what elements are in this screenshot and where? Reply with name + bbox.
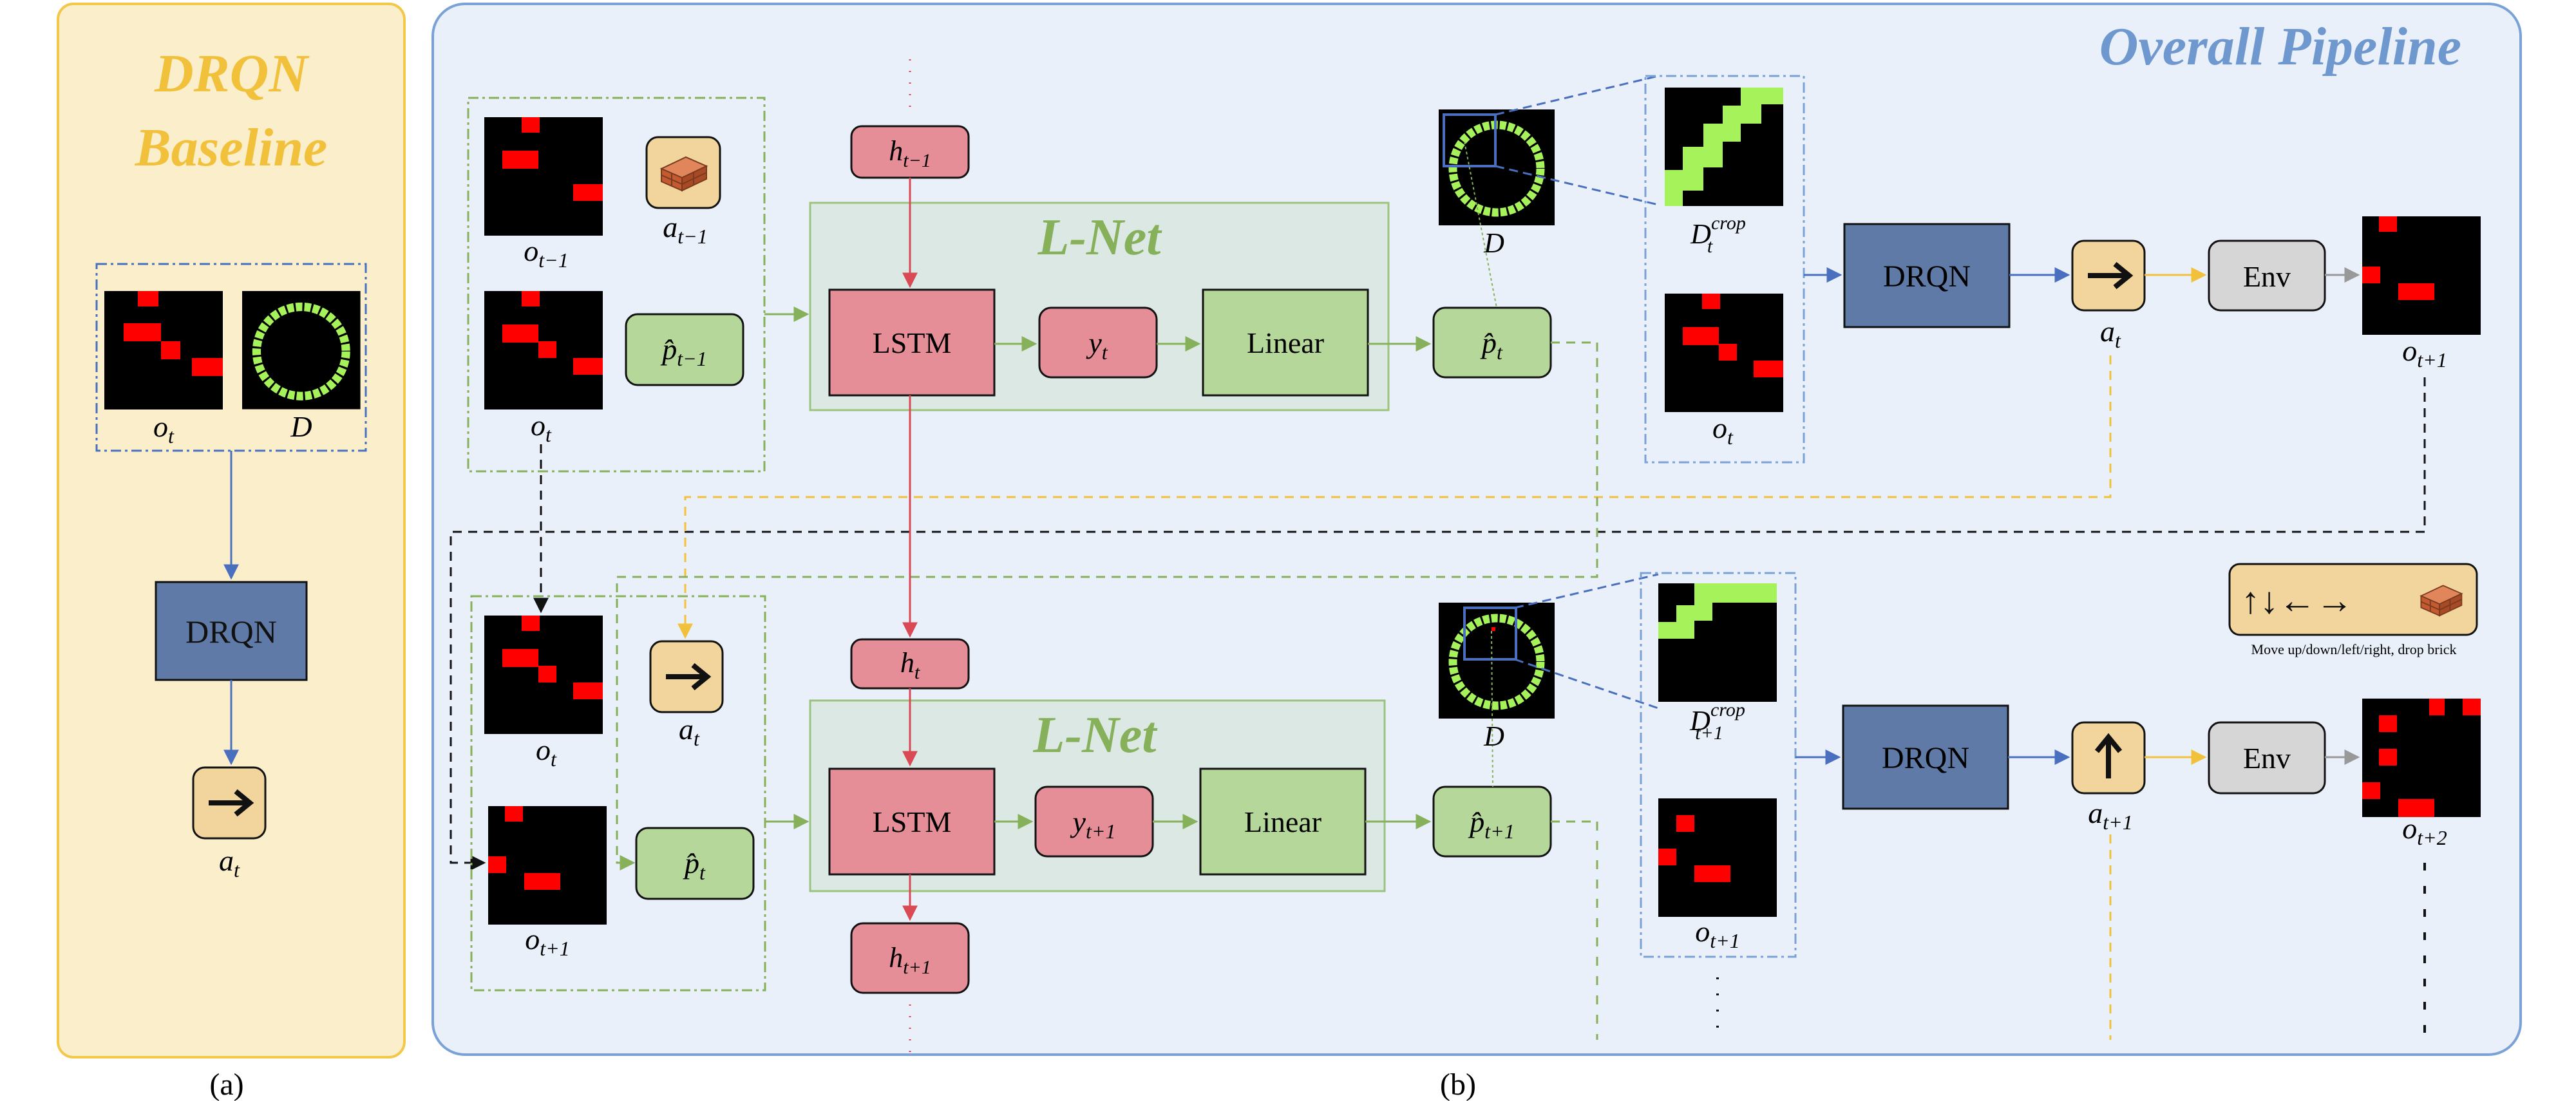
bottom-crop-link-1 — [1514, 573, 1659, 609]
top-map-label: D — [1483, 227, 1504, 259]
arrow-up-icon — [2094, 733, 2123, 778]
panel-a-title-line1: DRQN — [154, 44, 310, 104]
panel-a-action-label: at — [219, 844, 240, 881]
top-observation-prev — [484, 117, 603, 236]
top-input-group — [467, 97, 766, 473]
bottom-lstm-box — [828, 767, 996, 876]
action-legend-caption: Move up/down/left/right, drop brick — [2251, 641, 2457, 657]
top-y-label: yt — [1086, 326, 1108, 364]
panel-b-caption: (b) — [1440, 1068, 1476, 1101]
bottom-next-observation — [2362, 699, 2481, 817]
panel-a-input-group — [95, 263, 367, 452]
top-y-box — [1038, 306, 1158, 379]
top-prev-position-box — [625, 313, 744, 386]
action-feedback-connector — [677, 355, 2112, 639]
bottom-env-label: Env — [2243, 742, 2291, 775]
bottom-crop-grid — [1658, 583, 1777, 702]
panel-a-title-line2: Baseline — [135, 118, 328, 178]
arrow-right-icon — [2088, 261, 2134, 290]
bottom-map-label: D — [1483, 720, 1504, 752]
bottom-crop-group — [1640, 572, 1797, 958]
bottom-action-input-label: at — [679, 713, 700, 750]
top-position-label: p̂t — [1480, 326, 1503, 364]
top-hidden-prev-label: ht−1 — [889, 135, 931, 171]
top-next-observation — [2362, 216, 2481, 335]
bottom-y-label: yt+1 — [1070, 805, 1116, 843]
top-crop-observation — [1665, 294, 1783, 412]
bottom-lnet-title: L-Net — [1032, 707, 1158, 764]
bottom-action-label: at+1 — [2088, 796, 2132, 834]
top-lnet-title: L-Net — [1037, 209, 1162, 266]
bottom-crop-observation — [1658, 798, 1777, 917]
top-action-label: at — [2100, 315, 2121, 352]
bottom-drqn-label: DRQN — [1882, 741, 1969, 775]
top-crop-grid — [1665, 88, 1783, 206]
bottom-observation-next-label: ot+1 — [525, 923, 569, 960]
top-observation-current-label: ot — [531, 409, 552, 446]
bottom-lstm-label: LSTM — [873, 805, 952, 838]
top-lstm-box — [828, 288, 996, 397]
panel-a-map-label: D — [290, 410, 312, 443]
action-legend-arrows: ↑↓←→ — [2241, 579, 2353, 621]
top-prev-position-label: p̂t−1 — [660, 333, 706, 370]
top-drqn-box — [1843, 223, 2011, 328]
top-crop-group — [1644, 75, 1805, 464]
top-map-grid — [1439, 109, 1555, 308]
bottom-observation-current-label: ot — [536, 733, 557, 771]
panel-a-obs-label: ot — [153, 410, 175, 447]
bottom-position-input-label: p̂t — [683, 847, 706, 884]
bottom-observation-current — [484, 616, 603, 734]
top-observation-prev-label: ot−1 — [524, 234, 568, 272]
top-observation-current — [484, 291, 603, 409]
action-legend-box — [2228, 563, 2478, 636]
bottom-position-label: p̂t+1 — [1468, 805, 1514, 843]
bottom-position-input-box — [635, 827, 755, 900]
panel-b: Overall Pipeline (b) ot−1 at−1 ot p̂t−1 … — [431, 3, 2522, 1101]
bottom-crop-observation-label: ot+1 — [1695, 915, 1739, 952]
panel-a-drqn-label: DRQN — [185, 614, 277, 650]
position-feedback-connector — [616, 341, 1598, 870]
bottom-input-group — [470, 595, 766, 992]
arrow-right-icon — [209, 789, 254, 817]
bottom-observation-next — [488, 806, 607, 925]
panel-a: DRQN Baseline ot D DRQN at (a) — [57, 3, 406, 1101]
panel-a-caption: (a) — [209, 1068, 243, 1101]
panel-a-observation-grid — [104, 291, 223, 409]
top-linear-label: Linear — [1247, 326, 1324, 359]
bottom-hidden-next-label: ht+1 — [889, 942, 931, 978]
top-prev-action-label: at−1 — [663, 211, 707, 248]
bottom-map-grid — [1439, 603, 1555, 787]
top-linear-box — [1202, 288, 1369, 397]
bottom-crop-link-2 — [1514, 658, 1659, 710]
bottom-hidden-label: ht — [900, 647, 920, 683]
top-lstm-label: LSTM — [873, 326, 952, 359]
bottom-linear-box — [1199, 767, 1367, 876]
top-crop-observation-label: ot — [1712, 411, 1734, 449]
bottom-hidden-next-box — [850, 922, 970, 994]
bottom-linear-label: Linear — [1244, 805, 1321, 838]
top-env-label: Env — [2243, 260, 2291, 293]
top-next-observation-label: ot+1 — [2402, 334, 2447, 372]
bottom-next-observation-label: ot+2 — [2402, 812, 2447, 849]
top-drqn-label: DRQN — [1883, 259, 1971, 294]
arrow-right-icon — [666, 663, 712, 691]
panel-a-map-grid — [242, 291, 361, 409]
panel-b-title: Overall Pipeline — [2099, 17, 2461, 77]
